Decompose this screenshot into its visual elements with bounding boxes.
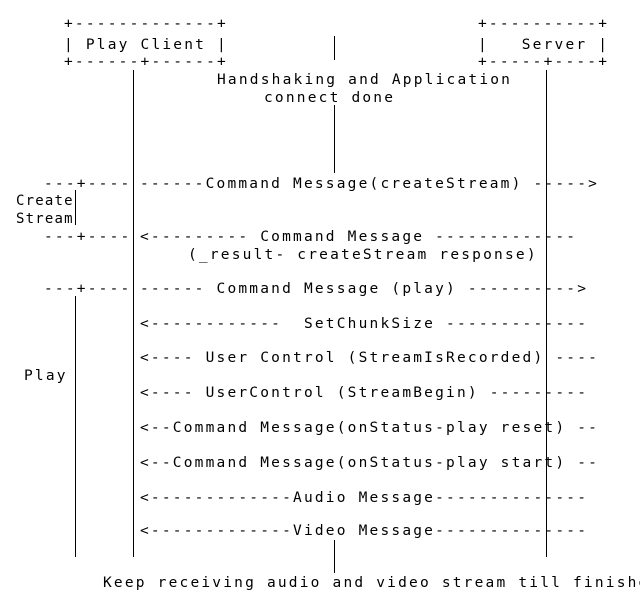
message-result-response-subtext: (_result- createStream response): [188, 247, 538, 263]
footer-note: Keep receiving audio and video stream ti…: [103, 575, 640, 591]
play-client-box-label: | Play Client |: [64, 37, 228, 53]
play-phase-label: Play: [24, 368, 68, 384]
message-stream-is-recorded: <---- User Control (StreamIsRecorded) --…: [140, 350, 600, 366]
server-box-bottom: +-----+----+: [478, 54, 610, 70]
play-phase-top-marker: ---+----: [44, 281, 132, 297]
message-onstatus-play-start: <--Command Message(onStatus-play start) …: [140, 455, 600, 471]
server-box-top: +----------+: [478, 16, 610, 32]
message-create-stream: ------Command Message(createStream) ----…: [140, 176, 600, 192]
play-client-box-top: +-------------+: [64, 16, 228, 32]
message-audio: <-------------Audio Message-------------…: [140, 490, 589, 506]
message-result-response: <--------- Command Message -------------: [140, 229, 578, 245]
create-stream-phase-label-line2: Stream: [16, 211, 74, 227]
create-stream-phase-label-line1: Create: [16, 193, 74, 209]
message-onstatus-play-reset: <--Command Message(onStatus-play reset) …: [140, 420, 600, 436]
create-stream-phase-bottom-marker: ---+----: [44, 229, 132, 245]
handshake-note-line2: connect done: [264, 90, 396, 106]
message-video: <-------------Video Message-------------…: [140, 523, 589, 539]
play-client-box-bottom: +------+------+: [64, 54, 228, 70]
message-stream-begin: <---- UserControl (StreamBegin) --------…: [140, 385, 589, 401]
create-stream-phase-top-marker: ---+----: [44, 176, 132, 192]
handshake-note-line1: Handshaking and Application: [217, 72, 513, 88]
server-box-label: | Server |: [478, 37, 610, 53]
message-set-chunk-size: <------------ SetChunkSize -------------: [140, 316, 589, 332]
message-command-play: ------ Command Message (play) ----------…: [140, 281, 589, 297]
